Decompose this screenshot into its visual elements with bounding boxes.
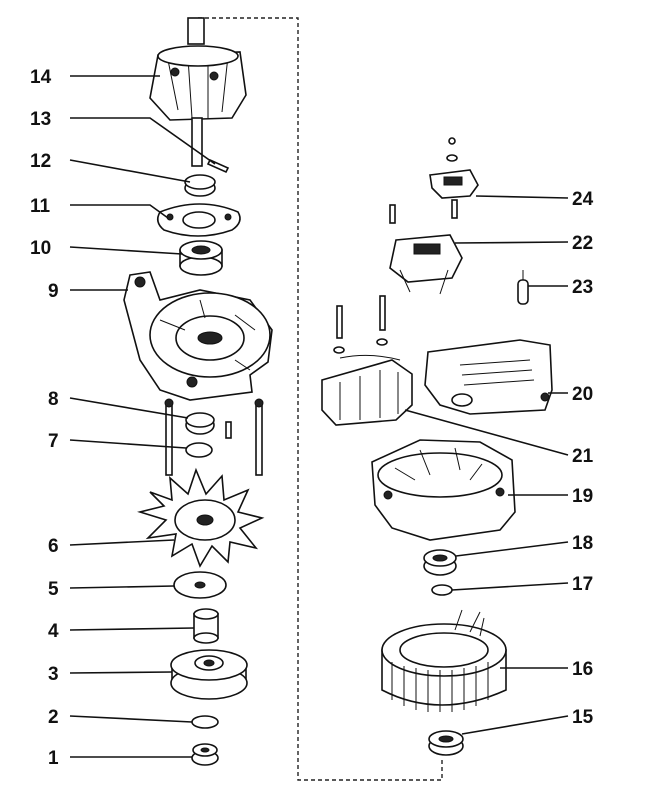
bearing: [179, 240, 223, 276]
leader-6: [69, 539, 175, 546]
rear-bearing: [428, 730, 464, 756]
bearing-collar: [184, 174, 216, 197]
o-ring: [431, 584, 453, 596]
label-8: 8: [48, 389, 59, 410]
label-9: 9: [48, 281, 59, 302]
label-2: 2: [48, 707, 59, 728]
spacer: [193, 608, 219, 644]
leader-5: [69, 585, 175, 589]
label-12: 12: [30, 151, 51, 172]
label-13: 13: [30, 109, 51, 130]
label-19: 19: [572, 486, 593, 507]
rear-seal: [423, 549, 457, 576]
leader-11: [70, 204, 169, 219]
stator: [381, 609, 507, 712]
pulley: [170, 649, 248, 700]
rear-housing: [371, 439, 516, 541]
leader-3: [69, 671, 173, 674]
leader-2: [69, 715, 193, 723]
fan: [137, 467, 265, 568]
label-4: 4: [48, 621, 59, 642]
bearing-washer: [185, 442, 213, 458]
cover: [424, 339, 553, 415]
front-housing: [123, 271, 273, 401]
label-20: 20: [572, 384, 593, 405]
leader-8: [69, 397, 189, 419]
rectifier: [321, 295, 413, 426]
assembly-path: [198, 17, 443, 781]
label-23: 23: [572, 277, 593, 298]
label-10: 10: [30, 238, 51, 259]
leader-22: [454, 241, 569, 244]
label-16: 16: [572, 659, 593, 680]
label-7: 7: [48, 431, 59, 452]
label-21: 21: [572, 446, 594, 467]
retainer-ring: [185, 412, 215, 435]
capacitor: [517, 270, 529, 305]
fan-cover: [173, 571, 227, 599]
brush-holder: [429, 137, 479, 199]
label-14: 14: [30, 67, 52, 88]
label-6: 6: [48, 536, 59, 557]
label-15: 15: [572, 707, 594, 728]
leader-4: [69, 627, 195, 631]
label-18: 18: [572, 533, 593, 554]
leader-18: [455, 541, 569, 557]
leader-17: [451, 582, 569, 591]
rotor: [149, 17, 247, 167]
label-22: 22: [572, 233, 593, 254]
label-24: 24: [572, 189, 594, 210]
label-5: 5: [48, 579, 59, 600]
label-1: 1: [48, 748, 59, 769]
leader-24: [475, 195, 569, 199]
retainer-plate: [156, 203, 241, 237]
leader-21: [404, 409, 569, 456]
nut: [191, 743, 219, 766]
washer: [191, 715, 219, 729]
leader-12: [69, 159, 191, 183]
regulator: [389, 199, 463, 295]
label-3: 3: [48, 664, 59, 685]
leader-15: [461, 715, 569, 735]
through-bolts: [164, 398, 264, 476]
label-11: 11: [30, 196, 51, 217]
leader-10: [69, 246, 183, 255]
label-17: 17: [572, 574, 593, 595]
leader-13: [70, 117, 216, 165]
leader-7: [69, 439, 187, 449]
